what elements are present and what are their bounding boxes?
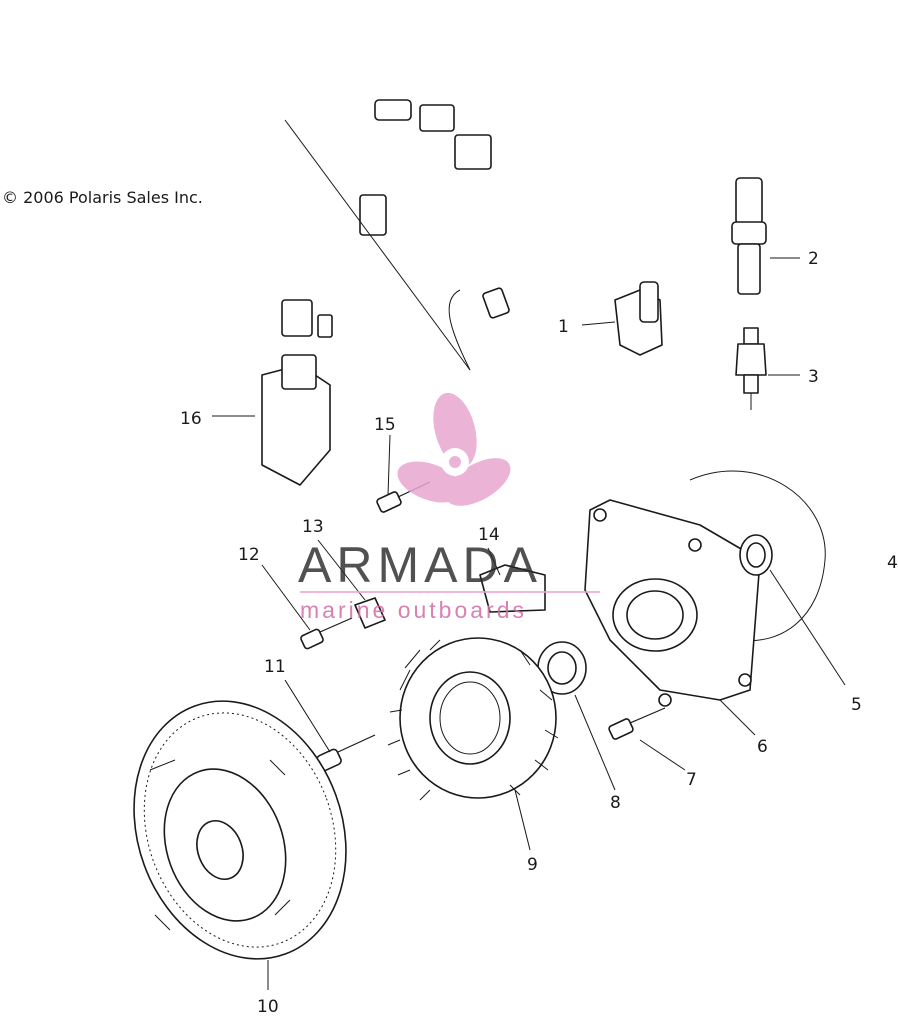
callout-15: 15	[374, 415, 396, 435]
stator-plate[interactable]	[584, 499, 761, 707]
callout-13: 13	[302, 517, 324, 537]
callout-6: 6	[757, 737, 768, 757]
flywheel-cover-4[interactable]	[689, 470, 826, 642]
wiring-harness[interactable]	[275, 71, 492, 371]
watermark-logo	[397, 392, 511, 506]
callout-7: 7	[686, 770, 697, 790]
bolt-11[interactable]	[316, 734, 376, 772]
callout-9: 9	[527, 855, 538, 875]
bolt-7[interactable]	[608, 707, 666, 740]
flywheel[interactable]	[99, 671, 381, 989]
callout-14: 14	[478, 525, 500, 545]
watermark-subtitle: marine outboards	[300, 597, 527, 623]
leader-lines	[212, 257, 846, 990]
cdi-box[interactable]	[261, 354, 331, 486]
callout-2: 2	[808, 249, 819, 269]
bolt-12[interactable]	[300, 617, 353, 650]
ignition-coil[interactable]	[614, 281, 663, 356]
clamp-13[interactable]	[354, 597, 386, 629]
callout-16: 16	[180, 409, 202, 429]
oil-seal-5[interactable]	[739, 534, 773, 576]
callout-4: 4	[887, 553, 898, 573]
callout-1: 1	[558, 317, 569, 337]
spark-plug[interactable]	[735, 327, 767, 410]
callout-12: 12	[238, 545, 260, 565]
callout-10: 10	[257, 997, 279, 1015]
spark-plug-cap[interactable]	[731, 177, 767, 295]
ignition-coil-lead[interactable]	[639, 3, 755, 301]
stator[interactable]	[387, 637, 559, 801]
copyright-notice: © 2006 Polaris Sales Inc.	[2, 188, 203, 207]
callout-11: 11	[264, 657, 286, 677]
callout-8: 8	[610, 793, 621, 813]
watermark-title: ARMADA	[298, 537, 542, 593]
callout-5: 5	[851, 695, 862, 715]
stator-lead[interactable]	[448, 287, 552, 577]
callout-3: 3	[808, 367, 819, 387]
